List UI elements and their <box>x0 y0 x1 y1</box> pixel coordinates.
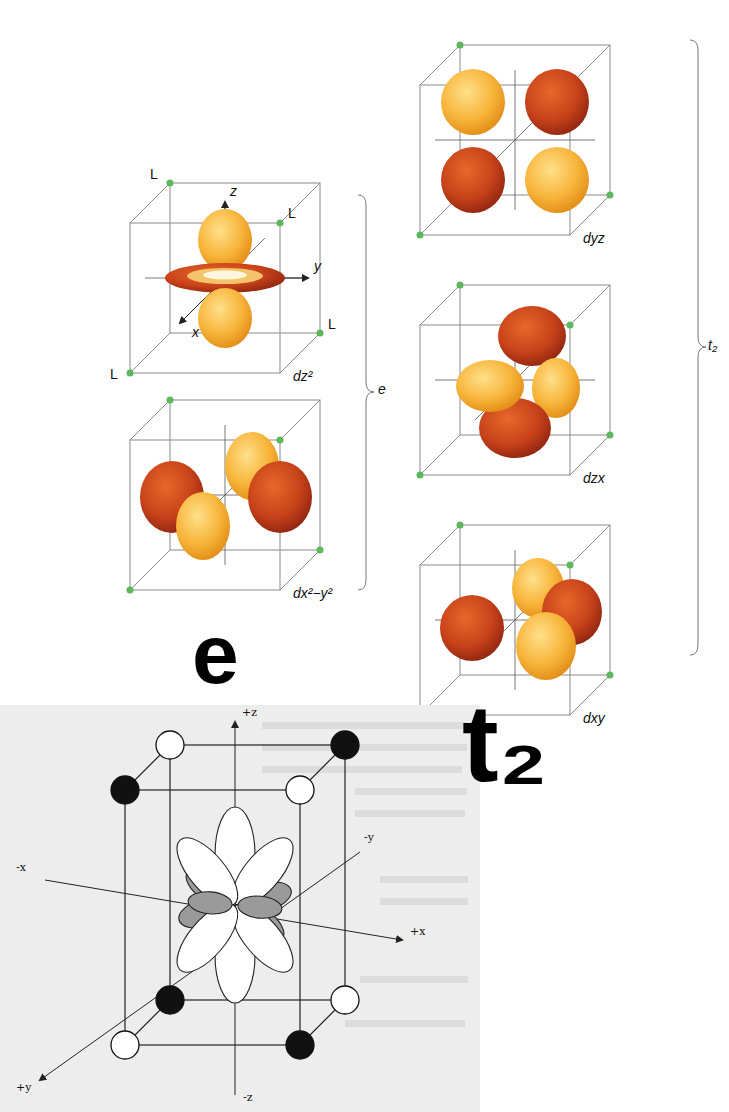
orbital-label: dx²−y² <box>293 585 332 601</box>
ligand-label: L <box>328 316 336 332</box>
orbital-label: dyz <box>583 230 605 246</box>
ligand-label: L <box>150 166 158 182</box>
orbital-label: dxy <box>583 710 605 726</box>
axis-label: +y <box>16 1082 31 1095</box>
axis-label: -x <box>16 862 26 875</box>
orbital-label: dzx <box>583 470 605 486</box>
axis-label: +z <box>242 707 257 720</box>
ligand-label: L <box>288 205 296 221</box>
symmetry-heading: e <box>192 612 239 696</box>
symmetry-heading: t₂ <box>462 688 548 798</box>
ligand-label: L <box>110 366 118 382</box>
axis-label: x <box>192 324 199 340</box>
orbital-label: dz² <box>293 368 312 384</box>
axis-label: y <box>314 258 321 274</box>
axis-label: z <box>230 183 237 199</box>
symmetry-label: t₂ <box>708 337 717 353</box>
symmetry-label: e <box>378 381 386 397</box>
axis-label: -z <box>243 1092 253 1105</box>
axis-label: +x <box>410 926 425 939</box>
axis-label: -y <box>364 832 374 845</box>
